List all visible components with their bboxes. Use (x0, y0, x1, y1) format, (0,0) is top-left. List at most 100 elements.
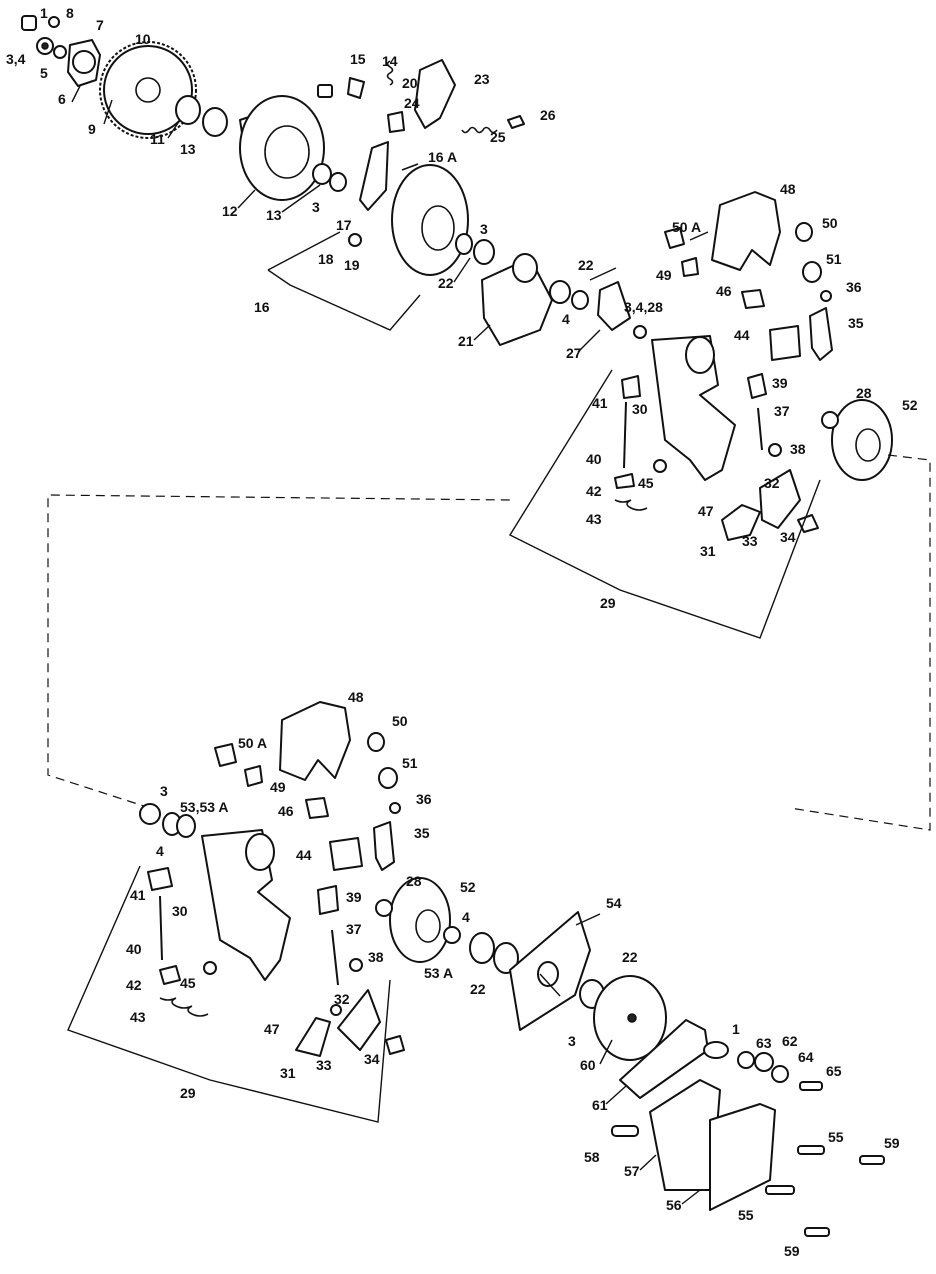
callout-28: 28 (406, 873, 422, 889)
callout-23: 23 (474, 71, 490, 87)
lever-icon (721, 469, 819, 541)
callout-3: 3 (568, 1033, 576, 1049)
callout-6: 6 (58, 91, 66, 107)
callout-32: 32 (764, 475, 780, 491)
callout-29: 29 (600, 595, 616, 611)
callout-43: 43 (586, 511, 602, 527)
bolt-icon (21, 15, 67, 59)
callout-45: 45 (638, 475, 654, 491)
callout-1: 1 (40, 5, 48, 21)
callout-31: 31 (280, 1065, 296, 1081)
bracket-icon (317, 59, 456, 247)
frame-icon (614, 335, 782, 511)
callout-25: 25 (490, 129, 506, 145)
plate-icon (469, 911, 667, 1061)
callout-38: 38 (790, 441, 806, 457)
callout-58: 58 (584, 1149, 600, 1165)
callout-22: 22 (622, 949, 638, 965)
callout-60: 60 (580, 1057, 596, 1073)
drum-icon (175, 95, 347, 201)
callout-59: 59 (784, 1243, 800, 1259)
callout-3: 3 (480, 221, 488, 237)
hub-plate-icon (67, 39, 101, 87)
callout-17: 17 (336, 217, 352, 233)
callout-35: 35 (848, 315, 864, 331)
callout-50: 50 (392, 713, 408, 729)
callout-22: 22 (438, 275, 454, 291)
callout-33: 33 (316, 1057, 332, 1073)
callout-labels: 1 8 7 10 3,4 5 6 9 11 13 12 13 3 15 14 2… (6, 5, 918, 1259)
callout-44: 44 (734, 327, 750, 343)
guard-plate-icon (611, 1079, 885, 1237)
callout-22: 22 (578, 257, 594, 273)
callout-3: 3 (312, 199, 320, 215)
callout-47: 47 (264, 1021, 280, 1037)
callout-57: 57 (624, 1163, 640, 1179)
plate-icon (391, 164, 647, 346)
bolt-icon (401, 115, 525, 171)
callout-3: 3 (160, 783, 168, 799)
callout-37: 37 (774, 403, 790, 419)
callout-55: 55 (738, 1207, 754, 1223)
callout-54: 54 (606, 895, 622, 911)
callout-16A: 16 A (428, 149, 457, 165)
callout-43: 43 (130, 1009, 146, 1025)
callout-18: 18 (318, 251, 334, 267)
callout-41: 41 (592, 395, 608, 411)
callout-52: 52 (460, 879, 476, 895)
callout-26: 26 (540, 107, 556, 123)
callout-3-4: 3,4 (6, 51, 26, 67)
callout-5: 5 (40, 65, 48, 81)
callout-16: 16 (254, 299, 270, 315)
callout-55: 55 (828, 1129, 844, 1145)
callout-63: 63 (756, 1035, 772, 1051)
callout-36: 36 (416, 791, 432, 807)
callout-53A: 53 A (424, 965, 453, 981)
callout-49: 49 (656, 267, 672, 283)
callout-4: 4 (462, 909, 470, 925)
callout-56: 56 (666, 1197, 682, 1213)
callout-34: 34 (364, 1051, 380, 1067)
callout-65: 65 (826, 1063, 842, 1079)
callout-51: 51 (826, 251, 842, 267)
callout-34: 34 (780, 529, 796, 545)
callout-10: 10 (135, 31, 151, 47)
sprocket-icon (99, 41, 197, 139)
callout-42: 42 (126, 977, 142, 993)
callout-7: 7 (96, 17, 104, 33)
callout-49: 49 (270, 779, 286, 795)
callout-22: 22 (470, 981, 486, 997)
callout-52: 52 (902, 397, 918, 413)
callout-14: 14 (382, 53, 398, 69)
callout-4: 4 (562, 311, 570, 327)
callout-33: 33 (742, 533, 758, 549)
callout-19: 19 (344, 257, 360, 273)
top-assembly (21, 15, 893, 639)
callout-61: 61 (592, 1097, 608, 1113)
callout-48: 48 (348, 689, 364, 705)
drum-icon (821, 399, 893, 481)
callout-39: 39 (772, 375, 788, 391)
callout-51: 51 (402, 755, 418, 771)
callout-13: 13 (180, 141, 196, 157)
callout-50A: 50 A (672, 219, 701, 235)
callout-1: 1 (732, 1021, 740, 1037)
callout-38: 38 (368, 949, 384, 965)
callout-53-53A: 53,53 A (180, 799, 229, 815)
callout-40: 40 (126, 941, 142, 957)
callout-3-4-28: 3,4,28 (624, 299, 663, 315)
callout-64: 64 (798, 1049, 814, 1065)
callout-32: 32 (334, 991, 350, 1007)
callout-15: 15 (350, 51, 366, 67)
callout-46: 46 (716, 283, 732, 299)
frame-icon (147, 829, 363, 1017)
callout-29: 29 (180, 1085, 196, 1101)
washer-icon (139, 803, 196, 838)
callout-4: 4 (156, 843, 164, 859)
callout-31: 31 (700, 543, 716, 559)
callout-41: 41 (130, 887, 146, 903)
callout-13: 13 (266, 207, 282, 223)
callout-12: 12 (222, 203, 238, 219)
callout-36: 36 (846, 279, 862, 295)
callout-20: 20 (402, 75, 418, 91)
